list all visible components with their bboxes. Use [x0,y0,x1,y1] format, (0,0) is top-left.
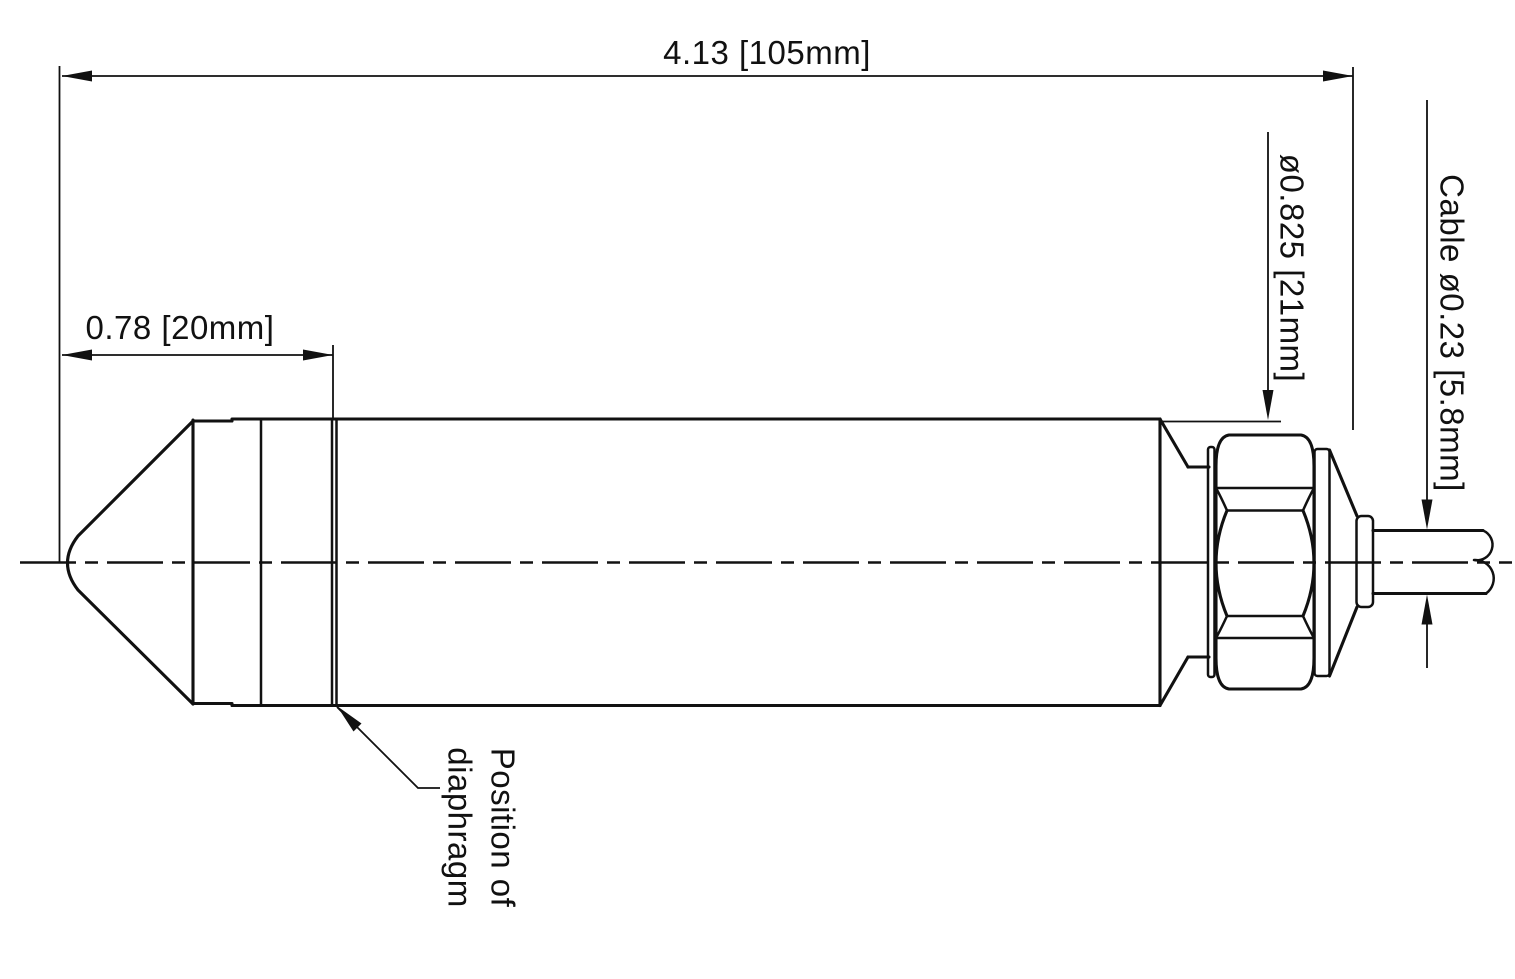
hex-nut-outline [1214,433,1316,691]
dimension-cable-diameter: Cable ø0.23 [5.8mm] [1421,100,1471,668]
dimension-housing-diameter: ø0.825 [21mm] [1162,132,1311,423]
left-washer [1206,445,1216,679]
dimension-overall-length: 4.13 [105mm] [58,34,1354,563]
leader-line [336,706,440,789]
cable [1371,528,1495,596]
body-chamfer [1158,417,1190,708]
housing-diameter-label: ø0.825 [21mm] [1274,154,1311,382]
ferrule [1355,514,1375,609]
neck-edges [1186,465,1211,659]
cable-gland-assembly [1206,433,1375,691]
nose-length-label: 0.78 [20mm] [86,309,275,346]
hex-facet-lines [1214,486,1316,640]
arrowhead-up [1421,594,1433,625]
hex-facet-corner-arcs [1214,486,1316,640]
arrowhead-left [62,70,92,82]
right-flange [1313,447,1331,678]
diaphragm-note-line1: Position of [485,748,522,908]
dimension-nose-length: 0.78 [20mm] [62,309,334,419]
cable-break-symbol [1472,529,1495,595]
probe-body [65,417,1211,708]
arrowhead-down [1262,390,1274,420]
nose-cone [65,419,195,706]
arrowhead-right [1323,70,1353,82]
diaphragm-lines [330,417,338,707]
arrowhead-right [303,349,333,361]
cable-edges [1371,528,1488,596]
cable-diameter-label: Cable ø0.23 [5.8mm] [1434,174,1471,492]
diaphragm-note-line2: diaphragm [442,747,479,907]
body-bottom-edge [191,701,1162,708]
strain-relief-cone [1327,448,1359,678]
arrowhead-down [1421,499,1433,530]
arrowhead-left [62,349,92,361]
annotation-diaphragm: Position of diaphragm [336,706,522,908]
overall-length-label: 4.13 [105mm] [663,34,871,71]
body-top-edge [191,417,1162,423]
arrowhead [337,706,362,732]
